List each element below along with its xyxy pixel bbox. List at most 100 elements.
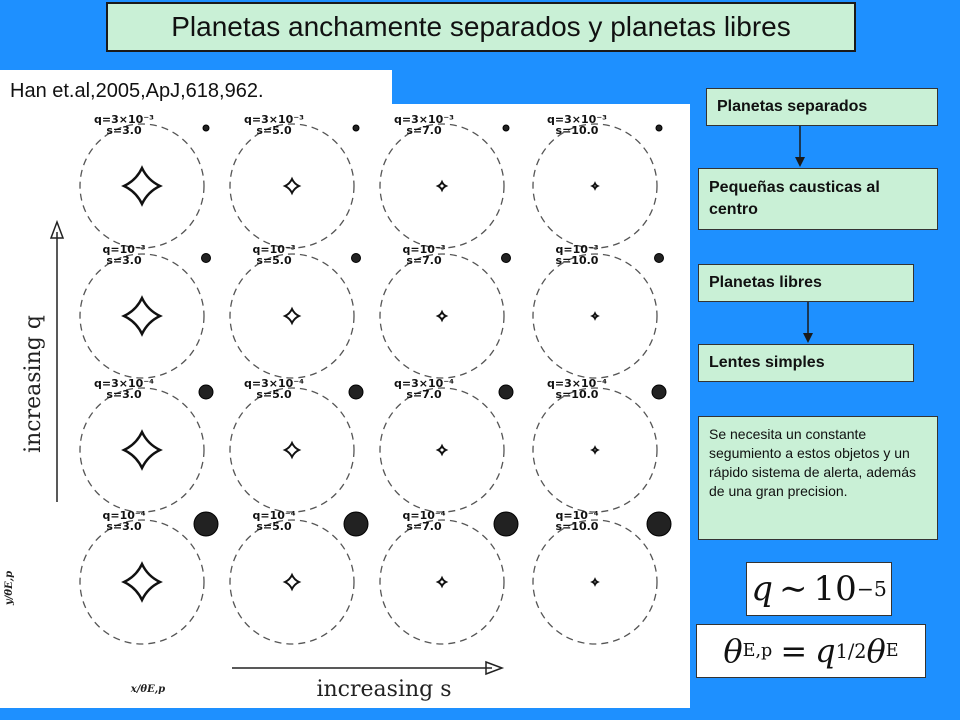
einstein-ring: [79, 123, 205, 249]
panel-q-label: q=10⁻³: [555, 243, 598, 256]
formula-theta-sub-right: E: [885, 641, 899, 661]
panel-s-label: s=10.0: [556, 388, 599, 401]
planet-caustic-dot: [498, 384, 514, 400]
panel-s-label: s=3.0: [106, 124, 142, 137]
panel-s-label: s=3.0: [106, 254, 142, 267]
slide-title: Planetas anchamente separados y planetas…: [106, 2, 856, 52]
einstein-ring: [79, 519, 205, 645]
panel-s-label: s=7.0: [406, 254, 442, 267]
caustic-curve: [590, 311, 600, 321]
box-planetas-libres-text: Planetas libres: [709, 274, 822, 291]
panel-s-label: s=3.0: [106, 388, 142, 401]
caustic-curve: [282, 440, 302, 460]
einstein-ring: [532, 387, 658, 513]
panel-q-label: q=10⁻³: [402, 243, 445, 256]
einstein-ring: [532, 519, 658, 645]
panel-s-label: s=3.0: [106, 520, 142, 533]
formula-q-base: 10: [813, 569, 857, 609]
panel-q-label: q=10⁻⁴: [252, 509, 295, 522]
formula-theta-exp: 1/2: [835, 639, 867, 663]
caustic-curve: [590, 577, 600, 587]
planet-caustic-dot: [655, 124, 663, 132]
panel-q-label: q=3×10⁻⁴: [94, 377, 154, 390]
formula-q-sim: ∼: [778, 569, 808, 609]
panel-s-label: s=7.0: [406, 124, 442, 137]
formula-theta-sub-left: E,p: [742, 641, 773, 661]
planet-caustic-dot: [352, 124, 360, 132]
einstein-ring: [379, 123, 505, 249]
box-planetas-separados-text: Planetas separados: [717, 98, 868, 115]
planet-caustic-dot: [501, 253, 511, 263]
formula-q: q ∼ 10−5: [746, 562, 892, 616]
y-axis-label: increasing q: [21, 315, 46, 453]
box-pequenas-causticas-text: Pequeñas causticas al centro: [709, 179, 880, 218]
caustic-curve: [590, 445, 600, 455]
panel-q-label: q=10⁻³: [252, 243, 295, 256]
einstein-ring: [532, 123, 658, 249]
caustic-curve: [121, 429, 163, 471]
x-axis-arrow-head: [485, 660, 505, 676]
planet-caustic-dot: [502, 124, 510, 132]
box-lentes-simples: Lentes simples: [698, 344, 914, 382]
formula-theta-eq: =: [780, 632, 808, 670]
arrow-down-icon: [803, 302, 813, 343]
einstein-ring: [229, 519, 355, 645]
formula-q-var: q: [751, 569, 773, 609]
x-axis-label: increasing s: [316, 677, 451, 702]
caustic-grid: q=3×10⁻³s=3.0q=3×10⁻³s=5.0q=3×10⁻³s=7.0q…: [4, 113, 672, 702]
einstein-ring: [79, 387, 205, 513]
panel-s-label: s=7.0: [406, 520, 442, 533]
panel-q-label: q=3×10⁻³: [394, 113, 454, 126]
caustic-curve: [590, 181, 600, 191]
planet-caustic-dot: [646, 511, 672, 537]
einstein-ring: [229, 387, 355, 513]
caustic-curve: [282, 572, 302, 592]
einstein-ring: [532, 253, 658, 379]
planet-caustic-dot: [651, 384, 667, 400]
formula-theta-q: q: [815, 632, 836, 670]
panel-s-label: s=5.0: [256, 124, 292, 137]
planet-caustic-dot: [348, 384, 364, 400]
panel-s-label: s=10.0: [556, 520, 599, 533]
box-lentes-simples-text: Lentes simples: [709, 354, 825, 371]
caustic-curve: [121, 165, 163, 207]
panel-q-label: q=10⁻⁴: [555, 509, 598, 522]
formula-q-exp: −5: [856, 577, 887, 601]
panel-q-label: q=10⁻³: [102, 243, 145, 256]
panel-q-label: q=3×10⁻⁴: [394, 377, 454, 390]
panel-q-label: q=10⁻⁴: [402, 509, 445, 522]
caustic-curve: [282, 176, 302, 196]
panel-q-label: q=3×10⁻⁴: [547, 377, 607, 390]
einstein-ring: [229, 253, 355, 379]
panel-q-label: q=3×10⁻³: [244, 113, 304, 126]
planet-caustic-dot: [201, 253, 211, 263]
planet-caustic-dot: [654, 253, 664, 263]
y-axis-arrow-head: [49, 219, 65, 239]
box-planetas-libres: Planetas libres: [698, 264, 914, 302]
y-coord-label: y/θE,p: [4, 571, 15, 606]
formula-theta-left: θ: [723, 632, 743, 670]
caustic-curve: [435, 309, 449, 323]
einstein-ring: [379, 519, 505, 645]
formula-theta-right: θ: [866, 632, 886, 670]
panel-q-label: q=3×10⁻⁴: [244, 377, 304, 390]
panel-q-label: q=3×10⁻³: [547, 113, 607, 126]
panel-s-label: s=5.0: [256, 520, 292, 533]
einstein-ring: [79, 253, 205, 379]
planet-caustic-dot: [493, 511, 519, 537]
panel-s-label: s=10.0: [556, 254, 599, 267]
panel-s-label: s=7.0: [406, 388, 442, 401]
caustic-curve: [121, 561, 163, 603]
box-planetas-separados: Planetas separados: [706, 88, 938, 126]
planet-caustic-dot: [351, 253, 361, 263]
panel-q-label: q=10⁻⁴: [102, 509, 145, 522]
einstein-ring: [379, 387, 505, 513]
caustic-curve: [435, 443, 449, 457]
panel-s-label: s=5.0: [256, 254, 292, 267]
planet-caustic-dot: [343, 511, 369, 537]
citation: Han et.al,2005,ApJ,618,962.: [0, 70, 392, 108]
box-pequenas-causticas: Pequeñas causticas al centro: [698, 168, 938, 230]
note-box: Se necesita un constante segumiento a es…: [698, 416, 938, 540]
